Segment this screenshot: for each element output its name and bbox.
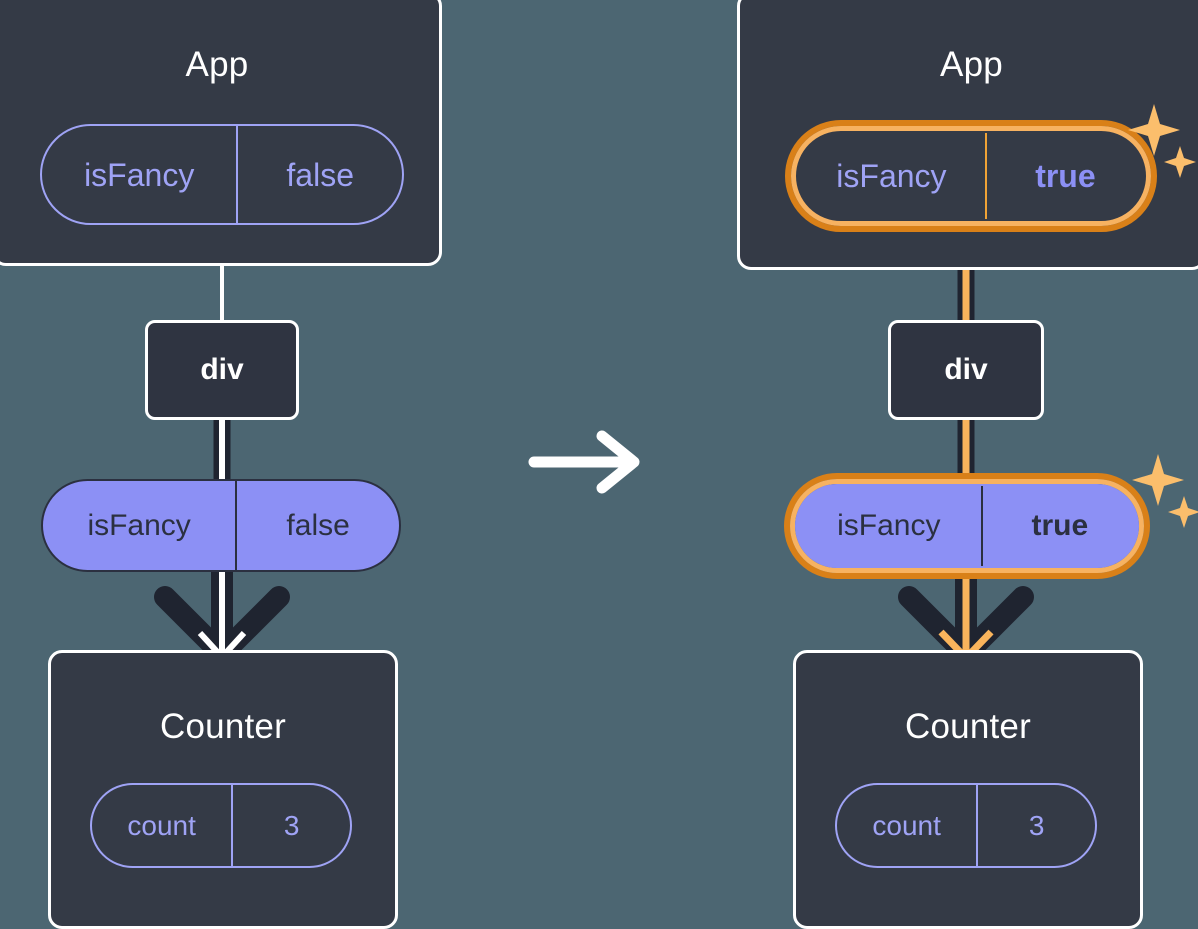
- prop-pill-after[interactable]: isFancy true: [795, 484, 1139, 568]
- prop-value-after: true: [1031, 509, 1089, 542]
- counter-card-title-before: Counter: [160, 707, 286, 746]
- sparkles-icon-app-after: [1128, 104, 1196, 178]
- pill-divider: [976, 785, 979, 866]
- counter-state-value-after: 3: [1028, 809, 1045, 841]
- div-node-label-after: div: [944, 353, 988, 386]
- prop-value-before: false: [286, 508, 350, 542]
- pill-divider: [236, 126, 239, 223]
- counter-card-title-after: Counter: [905, 707, 1031, 746]
- div-node-label-before: div: [200, 353, 244, 386]
- counter-card-before: Counter: [48, 650, 398, 929]
- pill-divider: [235, 481, 238, 570]
- app-state-key-after: isFancy: [836, 158, 947, 194]
- counter-state-pill-after[interactable]: count 3: [835, 783, 1097, 868]
- counter-state-key-after: count: [872, 809, 941, 841]
- pill-divider: [980, 486, 983, 566]
- div-node-before: div: [145, 320, 299, 420]
- app-state-pill-before[interactable]: isFancy false: [40, 124, 404, 225]
- app-state-value-after: true: [1035, 158, 1096, 194]
- sparkles-icon-prop-after: [1132, 454, 1198, 528]
- prop-pill-before[interactable]: isFancy false: [41, 479, 401, 572]
- prop-key-after: isFancy: [837, 509, 941, 542]
- app-state-pill-after[interactable]: isFancy true: [796, 131, 1146, 221]
- pill-divider: [231, 785, 234, 866]
- div-node-after: div: [888, 320, 1044, 420]
- app-state-value-before: false: [286, 156, 354, 193]
- pill-divider: [984, 133, 987, 219]
- app-card-title-before: App: [185, 45, 249, 84]
- app-card-title-after: App: [940, 45, 1003, 84]
- transition-arrow-icon: [528, 430, 640, 494]
- counter-state-value-before: 3: [283, 809, 300, 841]
- counter-state-key-before: count: [127, 809, 196, 841]
- app-state-key-before: isFancy: [84, 156, 195, 193]
- prop-key-before: isFancy: [87, 508, 191, 542]
- counter-state-pill-before[interactable]: count 3: [90, 783, 352, 868]
